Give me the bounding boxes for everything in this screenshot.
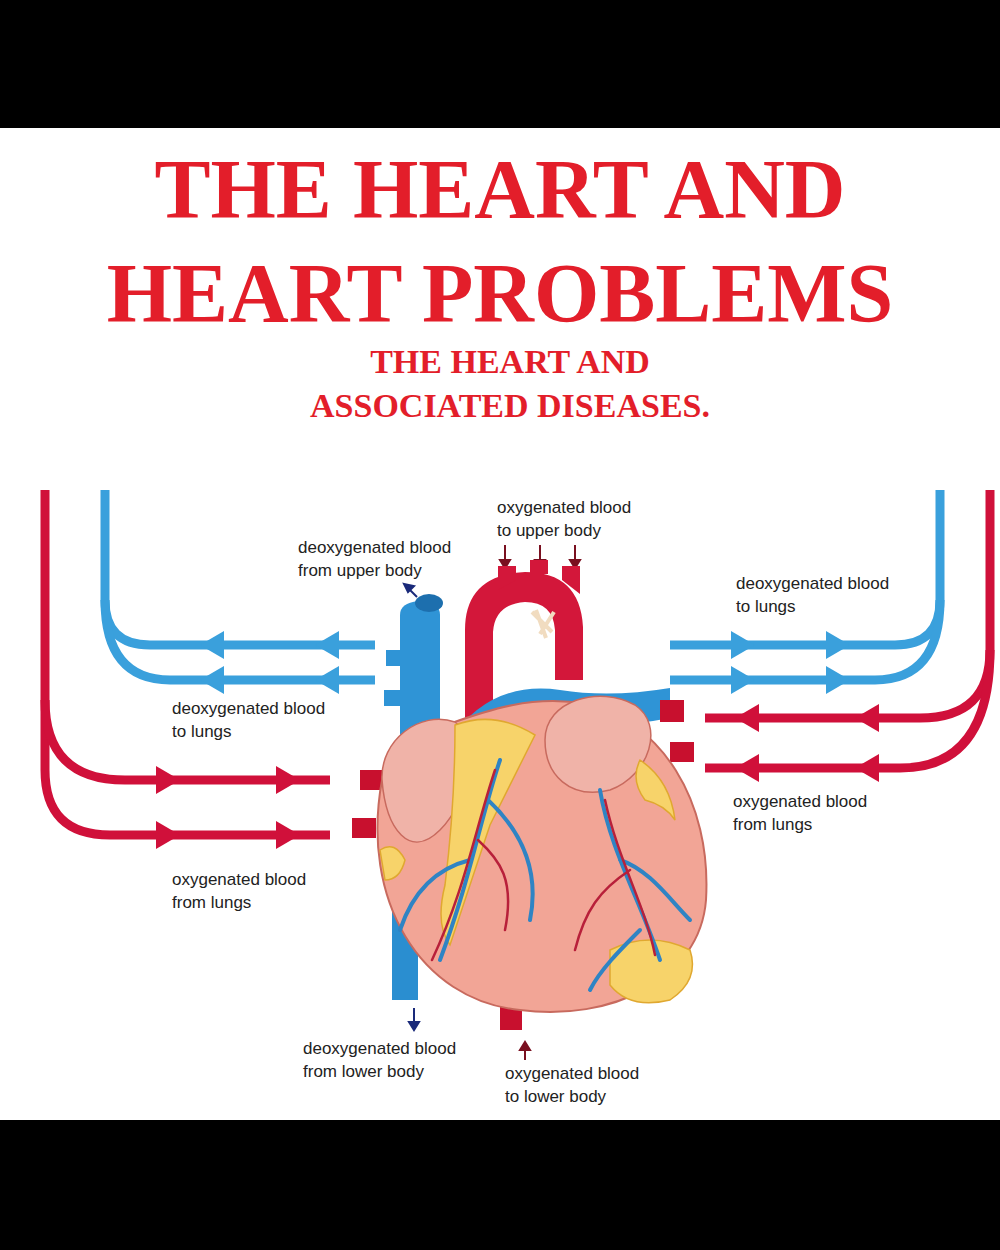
flow-label: deoxygenated blood from lower body bbox=[303, 1037, 468, 1083]
top-bar bbox=[0, 0, 1000, 128]
flow-label: deoxygenated blood to lungs bbox=[172, 697, 337, 743]
bottom-bar bbox=[0, 1120, 1000, 1250]
subtitle: THE HEART AND ASSOCIATED DISEASES. bbox=[300, 340, 720, 428]
flow-label: deoxygenated blood from upper body bbox=[298, 536, 463, 582]
page-title: THE HEART AND HEART PROBLEMS bbox=[20, 138, 980, 346]
flow-label: oxygenated blood to upper body bbox=[497, 496, 647, 542]
flow-label: oxygenated blood from lungs bbox=[733, 790, 883, 836]
flow-label: oxygenated blood from lungs bbox=[172, 868, 322, 914]
flow-label: oxygenated blood to lower body bbox=[505, 1062, 655, 1108]
flow-label: deoxygenated blood to lungs bbox=[736, 572, 901, 618]
